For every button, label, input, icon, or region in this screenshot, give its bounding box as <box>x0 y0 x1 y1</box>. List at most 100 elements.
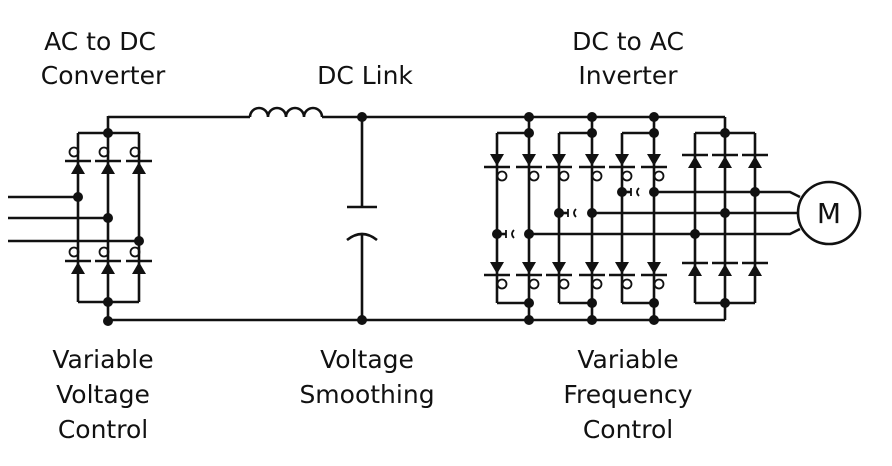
variable-frequency-line2: Frequency <box>563 380 692 409</box>
variable-voltage-line2: Voltage <box>56 380 150 409</box>
junction-node <box>554 208 564 218</box>
junction-node <box>134 236 144 246</box>
variable-voltage-line3: Control <box>58 415 148 444</box>
inverter-switch-upper <box>579 154 605 182</box>
gate-terminal <box>496 278 508 290</box>
junction-node <box>720 208 730 218</box>
gate-terminal <box>68 146 80 158</box>
gate-terminal <box>591 278 603 290</box>
rectifier-thyristor-lower <box>65 246 91 274</box>
components <box>65 106 768 290</box>
inverter-label-line2: Inverter <box>578 61 678 90</box>
diode-triangle <box>748 156 762 168</box>
diode-triangle <box>718 264 732 276</box>
rectifier-thyristor-upper <box>95 146 121 174</box>
junction-node <box>587 208 597 218</box>
gate-terminal <box>68 246 80 258</box>
motor-label: M <box>817 197 841 230</box>
gate-terminal <box>496 170 508 182</box>
junction-node <box>690 229 700 239</box>
diode-triangle <box>552 262 566 274</box>
gate-terminal <box>653 278 665 290</box>
junction-node <box>587 298 597 308</box>
junction-node <box>649 112 659 122</box>
inverter-switch-upper <box>609 154 635 182</box>
gate-terminal <box>653 170 665 182</box>
motor-phase-line <box>654 190 801 199</box>
junction-node <box>103 128 113 138</box>
gate-link-arc <box>573 208 577 218</box>
inverter-switch-lower <box>516 262 542 290</box>
rectifier-thyristor-upper <box>65 146 91 174</box>
diode-triangle <box>101 162 115 174</box>
motor-phase-line <box>529 227 801 236</box>
inverter-switch-upper <box>546 154 572 182</box>
diode-triangle <box>688 156 702 168</box>
junction-node <box>103 316 113 326</box>
diode-triangle <box>522 262 536 274</box>
variable-voltage-line1: Variable <box>52 345 153 374</box>
junction-node <box>524 128 534 138</box>
junction-node <box>524 112 534 122</box>
gate-terminal <box>591 170 603 182</box>
diode-triangle <box>748 264 762 276</box>
junction-node <box>524 229 534 239</box>
junction-node <box>524 298 534 308</box>
diode-triangle <box>71 162 85 174</box>
diode-triangle <box>585 262 599 274</box>
junction-node <box>73 192 83 202</box>
rectifier-thyristor-upper <box>126 146 152 174</box>
junction-node <box>720 298 730 308</box>
junction-node <box>357 315 367 325</box>
inverter-switch-lower <box>546 262 572 290</box>
variable-frequency-line3: Control <box>583 415 673 444</box>
inverter-label-line1: DC to AC <box>572 27 684 56</box>
variable-frequency-line1: Variable <box>577 345 678 374</box>
wiring <box>8 115 801 322</box>
rectifier-thyristor-lower <box>126 246 152 274</box>
converter-label-line1: AC to DC <box>44 27 156 56</box>
junction-node <box>649 187 659 197</box>
junction-node <box>649 128 659 138</box>
diode-triangle <box>647 262 661 274</box>
diode-triangle <box>490 154 504 166</box>
voltage-smoothing-line1: Voltage <box>320 345 414 374</box>
junction-node <box>750 187 760 197</box>
junction-node <box>357 112 367 122</box>
bridge-diode-upper <box>712 153 738 168</box>
inverter-switch-upper <box>516 154 542 182</box>
gate-terminal <box>621 278 633 290</box>
rectifier-thyristor-lower <box>95 246 121 274</box>
dc-link-label: DC Link <box>317 61 413 90</box>
diode-triangle <box>132 262 146 274</box>
gate-terminal <box>129 146 141 158</box>
diode-triangle <box>647 154 661 166</box>
junction-node <box>649 298 659 308</box>
diode-triangle <box>71 262 85 274</box>
gate-terminal <box>528 278 540 290</box>
inverter-switch-upper <box>484 154 510 182</box>
junction-node <box>587 112 597 122</box>
inductor-coil <box>248 106 324 118</box>
junction-node <box>524 315 534 325</box>
junction-node <box>103 213 113 223</box>
junction-nodes <box>73 112 760 326</box>
gate-terminal <box>528 170 540 182</box>
converter-label-line2: Converter <box>41 61 166 90</box>
diode-triangle <box>552 154 566 166</box>
junction-node <box>617 187 627 197</box>
junction-node <box>587 128 597 138</box>
junction-node <box>649 315 659 325</box>
diode-triangle <box>615 154 629 166</box>
diode-triangle <box>585 154 599 166</box>
bridge-diode-lower <box>682 261 708 276</box>
bridge-diode-upper <box>742 153 768 168</box>
gate-link-arc <box>511 229 515 239</box>
inverter-switch-lower <box>484 262 510 290</box>
inverter-switch-lower <box>579 262 605 290</box>
diode-triangle <box>718 156 732 168</box>
gate-terminal <box>98 146 110 158</box>
diode-triangle <box>490 262 504 274</box>
gate-terminal <box>558 170 570 182</box>
